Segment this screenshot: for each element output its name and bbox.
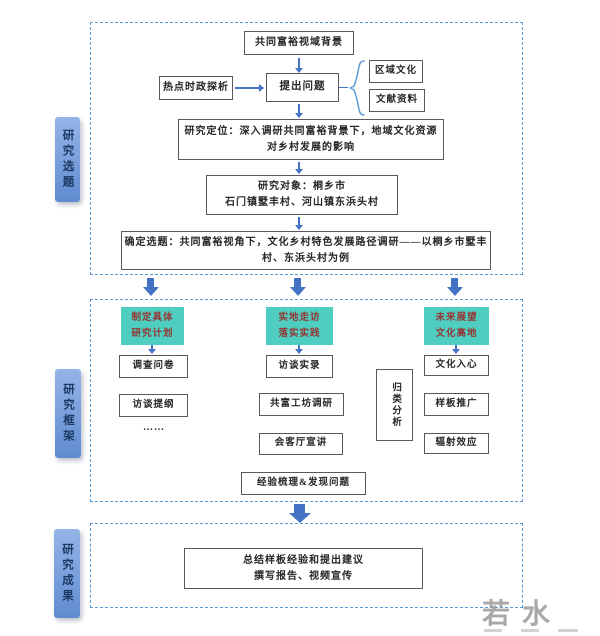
survey-box: 调查问卷 — [119, 355, 188, 378]
section-flow-arrow-icon — [289, 278, 306, 296]
research-subjects-box: 研究对象：桐乡市 石门镇墅丰村、河山镇东浜头村 — [206, 175, 398, 215]
radiation-effect-box: 辐射效应 — [424, 433, 489, 454]
literature-box: 文献资料 — [369, 89, 425, 112]
brace-icon — [348, 60, 365, 116]
down-arrow-icon — [294, 345, 304, 354]
watermark-subtext-bar — [484, 629, 502, 632]
model-promotion-box: 样板推广 — [424, 393, 489, 416]
watermark-text: 若水网 — [482, 598, 563, 629]
framework-section-container: 制定具体 研究计划 实地走访 落实实践 未来展望 文化高地 调查问卷 访谈提纲 … — [90, 299, 523, 502]
down-arrow-icon — [294, 162, 304, 174]
lecture-box: 会客厅宣讲 — [259, 433, 343, 455]
classification-analysis-box: 归类分析 — [376, 369, 413, 441]
outlook-header-box: 未来展望 文化高地 — [424, 307, 489, 345]
stage-label-results: 研究成果 — [54, 529, 80, 618]
down-arrow-icon — [451, 345, 461, 354]
down-arrow-icon — [294, 217, 304, 230]
interview-outline-box: 访谈提纲 — [119, 394, 188, 417]
experience-summary-box: 经验梳理&发现问题 — [241, 472, 366, 495]
watermark-subtext-bar — [521, 629, 539, 632]
hotspot-analysis-box: 热点时政探析 — [159, 76, 233, 100]
plan-header-box: 制定具体 研究计划 — [121, 307, 184, 345]
results-section-container: 总结样板经验和提出建议 撰写报告、视频宣传 — [90, 523, 523, 608]
topic-section-container: 共同富裕视域背景 热点时政探析 提出问题 区域文化 文献资料 研究定位：深入调研… — [90, 22, 523, 275]
raise-question-box: 提出问题 — [266, 73, 339, 102]
section-flow-arrow-icon — [446, 278, 463, 296]
section-flow-arrow-icon — [288, 504, 311, 523]
research-positioning-box: 研究定位：深入调研共同富裕背景下，地域文化资源 对乡村发展的影响 — [178, 119, 444, 160]
down-arrow-icon — [147, 345, 157, 354]
stage-label-topic: 研究选题 — [55, 117, 80, 202]
fieldwork-header-box: 实地走访 落实实践 — [266, 307, 333, 345]
final-topic-box: 确定选题：共同富裕视角下，文化乡村特色发展路径调研——以桐乡市墅丰 村、东浜头村… — [121, 231, 491, 270]
right-arrow-icon — [235, 83, 264, 93]
watermark-subtext-bar — [558, 629, 578, 632]
culture-heart-box: 文化入心 — [424, 355, 489, 376]
workshop-survey-box: 共富工坊调研 — [259, 393, 344, 416]
down-arrow-icon — [294, 58, 304, 73]
stage-label-framework: 研究框架 — [55, 369, 81, 458]
ellipsis-text: …… — [143, 422, 165, 433]
conclusion-box: 总结样板经验和提出建议 撰写报告、视频宣传 — [184, 548, 423, 589]
regional-culture-box: 区域文化 — [369, 60, 423, 83]
down-arrow-icon — [294, 104, 304, 118]
brace-connector-line — [339, 86, 348, 88]
section-flow-arrow-icon — [142, 278, 159, 296]
interview-record-box: 访谈实录 — [266, 355, 333, 378]
background-box: 共同富裕视域背景 — [244, 31, 354, 55]
